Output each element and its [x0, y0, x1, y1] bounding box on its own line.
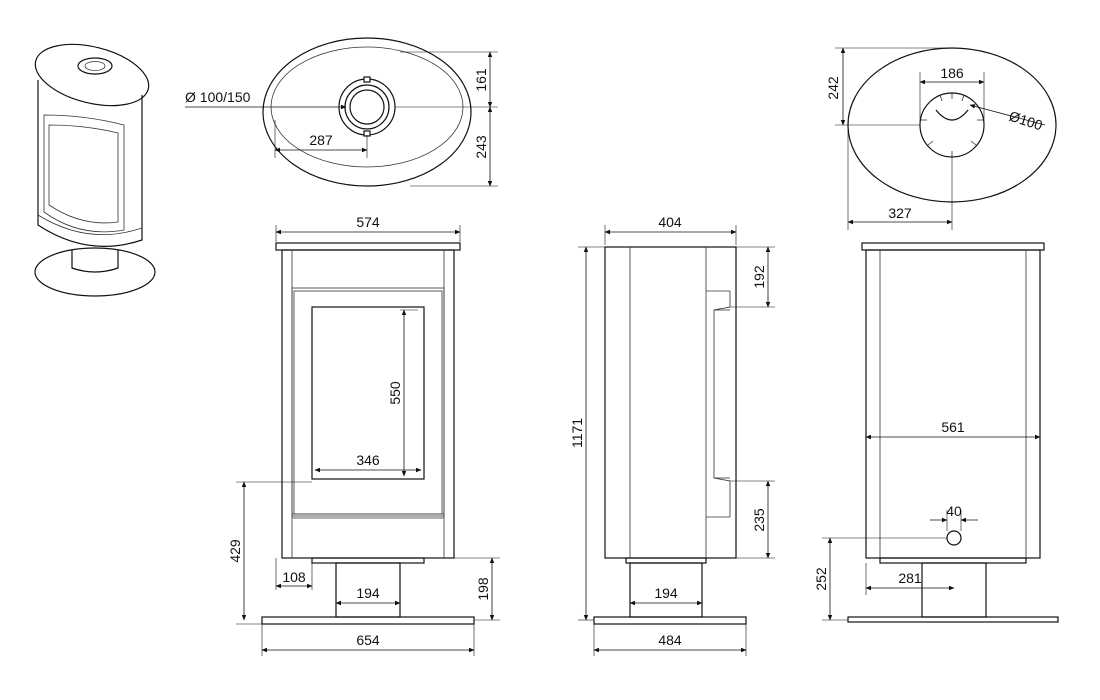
back-width-label: 561 [941, 419, 965, 435]
rear-outlet-cutout [935, 109, 969, 121]
perspective-door [43, 114, 125, 233]
side-view: 404 192 1171 235 194 484 [569, 214, 775, 656]
back-inlet-offset-label: 281 [898, 570, 922, 586]
front-door [291, 287, 445, 517]
top-view: Ø 100/150 287 161 243 [185, 37, 498, 187]
front-view: 574 550 346 429 108 194 198 654 [227, 214, 500, 656]
front-body [281, 249, 455, 559]
side-total-height-label: 1171 [569, 418, 585, 448]
back-pillar [921, 562, 987, 618]
rear-outlet-circle [919, 92, 985, 158]
perspective-body [37, 80, 143, 247]
side-top-offset-label: 192 [751, 265, 767, 289]
rear-offset-y-label: 242 [825, 76, 841, 100]
rear-outlet-width-label: 186 [940, 65, 964, 81]
back-top-plate [861, 242, 1045, 251]
perspective-view [34, 43, 156, 297]
flue-middle-ring [344, 84, 390, 130]
top-outline [262, 37, 472, 187]
front-base-width-label: 654 [356, 632, 380, 648]
perspective-door-line [37, 214, 143, 236]
front-glass [311, 306, 425, 480]
side-body [604, 246, 737, 559]
top-offset-y1-label: 161 [473, 68, 489, 92]
rear-outlet-diameter-label: Ø100 [1007, 108, 1045, 134]
top-offset-x-label: 287 [309, 132, 333, 148]
side-lower-offset-label: 235 [751, 508, 767, 532]
perspective-flue-inner [84, 61, 106, 71]
front-top-width-label: 574 [356, 214, 380, 230]
back-inlet-height-label: 252 [813, 567, 829, 591]
side-top-width-label: 404 [658, 214, 682, 230]
front-pillar-height-label: 198 [475, 577, 491, 601]
perspective-pillar [71, 250, 119, 273]
front-air-height-label: 429 [227, 539, 243, 563]
front-top-plate [275, 242, 461, 251]
perspective-top [34, 43, 150, 107]
back-view: 561 40 281 252 [813, 242, 1059, 623]
rear-offset-x-label: 327 [888, 205, 912, 221]
perspective-base [34, 247, 156, 297]
front-base [261, 616, 475, 625]
rear-top-view: 186 Ø100 242 327 [825, 47, 1057, 230]
back-base [847, 616, 1059, 623]
side-base-width-label: 484 [658, 632, 682, 648]
front-glass-height-label: 550 [387, 381, 403, 405]
perspective-flue [77, 57, 113, 75]
front-air-offset-label: 108 [282, 569, 306, 585]
flue-outer-ring [338, 78, 396, 136]
front-pillar-width-label: 194 [356, 585, 380, 601]
front-plinth [311, 557, 425, 564]
top-offset-y2-label: 243 [473, 135, 489, 159]
back-inlet-diameter-label: 40 [946, 503, 962, 519]
flue-diameter-label: Ø 100/150 [185, 89, 251, 105]
side-pillar-width-label: 194 [654, 585, 678, 601]
side-base [593, 616, 747, 625]
flue-inner-ring [349, 89, 385, 125]
perspective-glass [48, 124, 119, 224]
front-glass-width-label: 346 [356, 452, 380, 468]
back-air-inlet [946, 530, 962, 546]
